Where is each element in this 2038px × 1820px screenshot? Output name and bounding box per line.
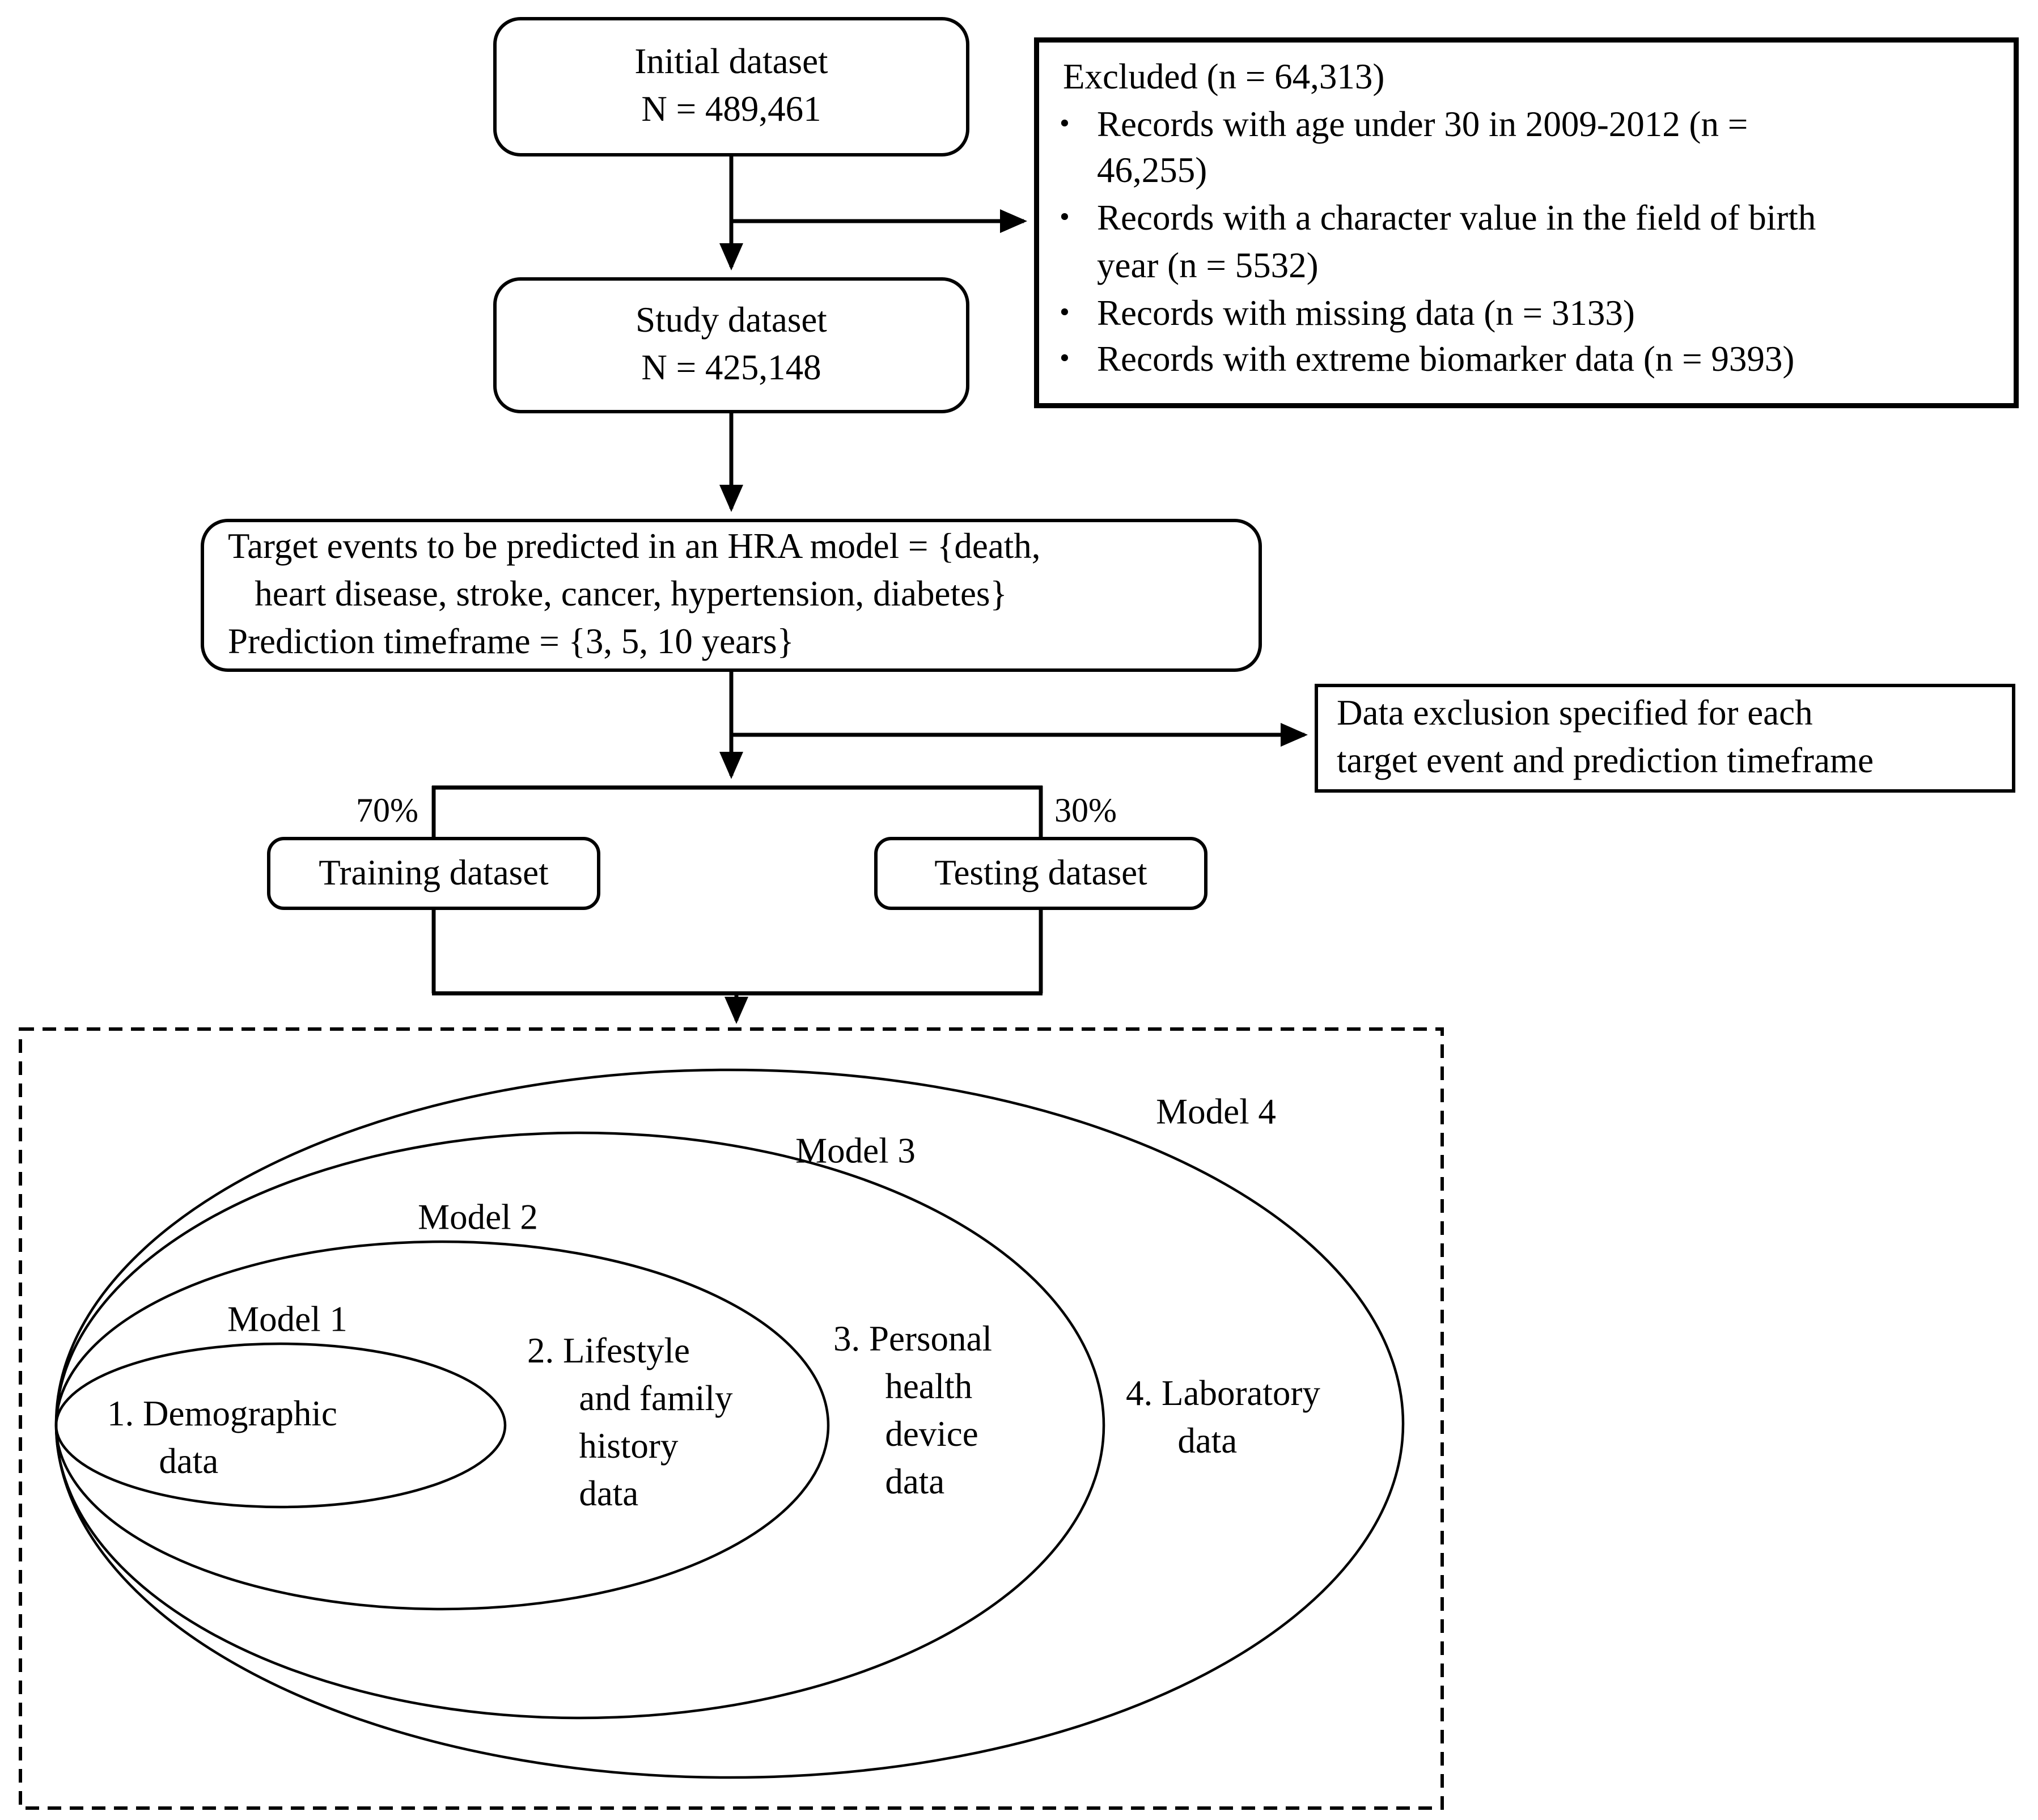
training-share-label: 70% xyxy=(355,793,418,830)
initial-dataset-count: N = 489,461 xyxy=(641,88,821,129)
testing-dataset-label: Testing dataset xyxy=(934,851,1147,892)
model4-label: Model 4 xyxy=(1156,1091,1276,1132)
testing-share-label: 30% xyxy=(1054,793,1117,830)
model1-label: Model 1 xyxy=(227,1298,348,1340)
data-exclusion-box: Data exclusion specified for each target… xyxy=(1315,684,2015,793)
training-dataset-box: Training dataset xyxy=(267,837,600,910)
excluded-bullet-1: • Records with age under 30 in 2009-2012… xyxy=(1060,101,1993,196)
bullet-icon: • xyxy=(1060,201,1070,234)
excluded-bullet-1-text: Records with age under 30 in 2009-2012 (… xyxy=(1097,103,1748,192)
excluded-title: Excluded (n = 64,313) xyxy=(1063,56,1385,97)
initial-dataset-title: Initial dataset xyxy=(634,41,828,82)
demographic-data-label: 1. Demographic data xyxy=(107,1393,337,1482)
model1-ellipse xyxy=(54,1342,507,1509)
models-dashed-frame xyxy=(19,1027,1444,1810)
health-device-data-label: 3. Personal health device data xyxy=(833,1318,992,1503)
training-dataset-label: Training dataset xyxy=(319,851,549,892)
bullet-icon: • xyxy=(1060,107,1070,139)
excluded-bullet-2-text: Records with a character value in the fi… xyxy=(1097,197,1816,286)
excluded-bullet-4: • Records with extreme biomarker data (n… xyxy=(1060,337,1993,384)
study-dataset-box: Study dataset N = 425,148 xyxy=(493,277,969,413)
excluded-bullet-2: • Records with a character value in the … xyxy=(1060,196,1993,290)
data-exclusion-text: Data exclusion specified for each target… xyxy=(1337,692,1874,781)
testing-dataset-box: Testing dataset xyxy=(874,837,1207,910)
bullet-icon: • xyxy=(1060,295,1070,328)
excluded-bullet-3-text: Records with missing data (n = 3133) xyxy=(1097,291,1635,333)
excluded-bullet-4-text: Records with extreme biomarker data (n =… xyxy=(1097,338,1795,380)
lifestyle-data-label: 2. Lifestyle and family history data xyxy=(527,1330,733,1515)
bullet-icon: • xyxy=(1060,342,1070,375)
excluded-box: Excluded (n = 64,313) • Records with age… xyxy=(1034,37,2019,408)
excluded-bullet-3: • Records with missing data (n = 3133) xyxy=(1060,290,1993,337)
laboratory-data-label: 4. Laboratory data xyxy=(1126,1373,1320,1462)
target-events-box: Target events to be predicted in an HRA … xyxy=(201,519,1262,672)
initial-dataset-box: Initial dataset N = 489,461 xyxy=(493,17,969,156)
study-dataset-count: N = 425,148 xyxy=(641,347,821,388)
model2-label: Model 2 xyxy=(418,1196,538,1238)
target-events-text: Target events to be predicted in an HRA … xyxy=(228,526,1041,662)
study-dataset-title: Study dataset xyxy=(635,299,827,341)
model3-label: Model 3 xyxy=(795,1130,916,1171)
